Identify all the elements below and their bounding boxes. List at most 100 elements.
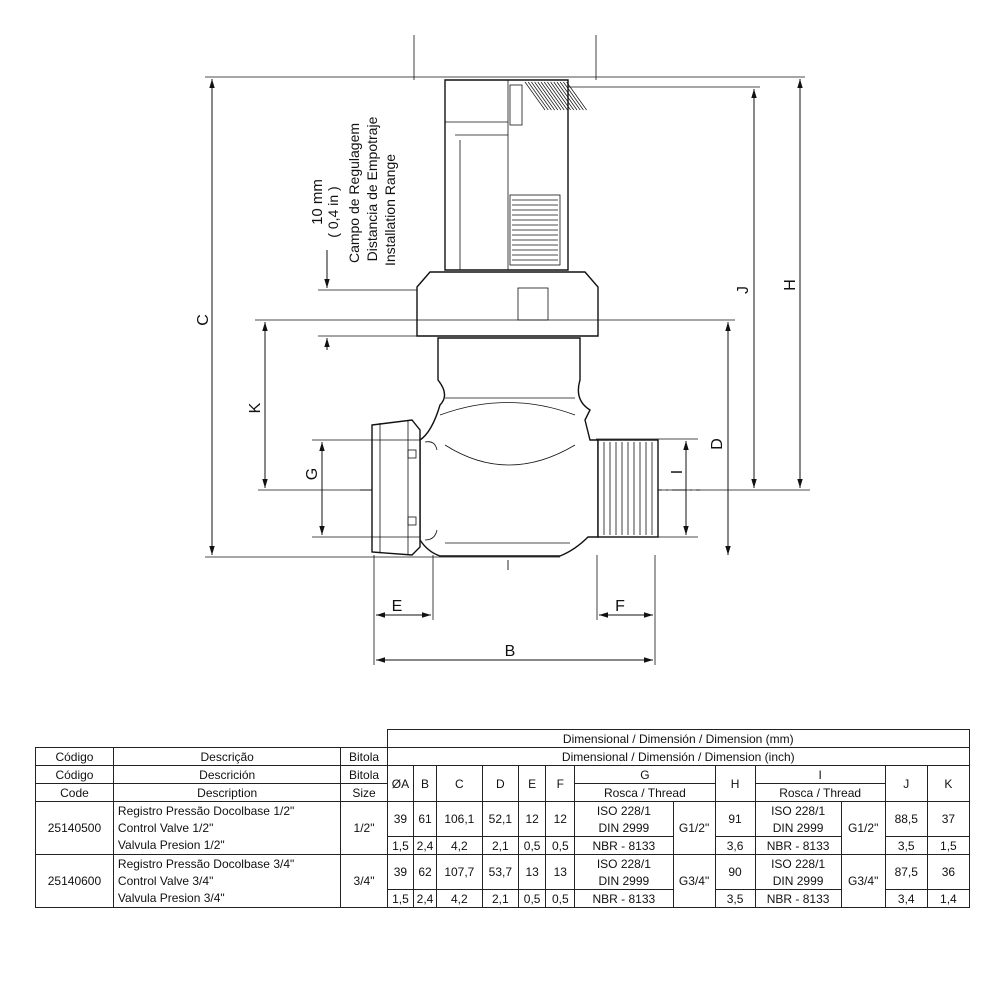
value-mm-B: 62: [413, 854, 437, 890]
dim-label-K: K: [247, 402, 264, 413]
value-mm-E: 13: [517, 854, 547, 890]
col-header-I: I: [754, 765, 886, 784]
descricao-pt-header: Descrição: [112, 747, 342, 766]
product-desc-es: Valvula Presion 3/4": [112, 889, 342, 908]
value-mm-H: 90: [714, 854, 756, 890]
i-standard-iso: ISO 228/1: [754, 801, 842, 819]
value-inch-A: 1,5: [386, 889, 415, 908]
value-mm-F: 12: [545, 801, 576, 837]
codigo-pt-header: Código: [35, 747, 114, 766]
code-en-header: Code: [35, 783, 114, 802]
dim-label-C: C: [195, 314, 212, 326]
col-header-B: B: [413, 765, 437, 802]
value-mm-F: 13: [545, 854, 576, 890]
dimension-lines: [209, 79, 803, 663]
product-code: 25140500: [35, 801, 114, 855]
regulation-range-inch: ( 0,4 in ): [325, 186, 341, 237]
description-en-header: Description: [112, 783, 342, 802]
value-mm-J: 88,5: [884, 801, 928, 837]
value-inch-D: 2,1: [481, 889, 519, 908]
col-header-A: ØA: [386, 765, 415, 802]
value-inch-H: 3,6: [714, 836, 756, 855]
product-size: 3/4": [340, 854, 388, 908]
descripcion-es-header: Descrición: [112, 765, 342, 784]
dim-label-E: E: [392, 598, 403, 615]
dim-label-G: G: [304, 468, 321, 480]
value-inch-K: 1,4: [926, 889, 971, 908]
value-mm-C: 107,7: [435, 854, 483, 890]
value-mm-D: 52,1: [481, 801, 519, 837]
value-inch-A: 1,5: [386, 836, 415, 855]
value-inch-B: 2,4: [413, 889, 437, 908]
dim-label-F: F: [615, 598, 625, 615]
i-thread-size: G1/2": [840, 801, 886, 855]
valve-technical-drawing: C K G I D J H E F B 10 mm ( 0,4 in ) Cam…: [195, 35, 810, 665]
dim-label-J: J: [735, 286, 752, 294]
i-standard-nbr: NBR - 8133: [754, 889, 842, 908]
codigo-es-header: Código: [35, 765, 114, 784]
value-mm-E: 12: [517, 801, 547, 837]
col-header-K: K: [926, 765, 971, 802]
col-header-C: C: [435, 765, 483, 802]
col-header-I-thread: Rosca / Thread: [754, 783, 886, 802]
value-mm-J: 87,5: [884, 854, 928, 890]
product-desc-en: Control Valve 3/4": [112, 872, 342, 890]
i-standard-iso: ISO 228/1: [754, 854, 842, 872]
i-standard-din: DIN 2999: [754, 872, 842, 890]
value-mm-K: 36: [926, 854, 971, 890]
dim-label-I: I: [669, 470, 686, 474]
value-inch-B: 2,4: [413, 836, 437, 855]
value-mm-A: 39: [386, 854, 415, 890]
thread-lines: [603, 442, 653, 535]
valve-body: [371, 79, 659, 557]
product-size: 1/2": [340, 801, 388, 855]
i-thread-size: G3/4": [840, 854, 886, 908]
col-header-G: G: [574, 765, 716, 784]
value-inch-C: 4,2: [435, 889, 483, 908]
regulation-range-pt: Campo de Regulagem: [346, 123, 362, 263]
bitola-es-header: Bitola: [340, 765, 388, 784]
dim-label-B: B: [505, 643, 516, 660]
value-mm-H: 91: [714, 801, 756, 837]
product-desc-pt: Registro Pressão Docolbase 3/4": [112, 854, 342, 872]
value-inch-F: 0,5: [545, 889, 576, 908]
value-mm-K: 37: [926, 801, 971, 837]
col-header-H: H: [714, 765, 756, 802]
g-standard-din: DIN 2999: [574, 872, 674, 890]
g-standard-din: DIN 2999: [574, 819, 674, 837]
value-inch-F: 0,5: [545, 836, 576, 855]
i-standard-din: DIN 2999: [754, 819, 842, 837]
dim-label-H: H: [782, 279, 799, 291]
value-inch-J: 3,4: [884, 889, 928, 908]
product-desc-en: Control Valve 1/2": [112, 819, 342, 837]
product-desc-pt: Registro Pressão Docolbase 1/2": [112, 801, 342, 819]
value-inch-C: 4,2: [435, 836, 483, 855]
regulation-range-en: Installation Range: [382, 154, 398, 266]
g-standard-nbr: NBR - 8133: [574, 836, 674, 855]
cartridge-hatch: [524, 81, 587, 111]
col-header-G-thread: Rosca / Thread: [574, 783, 716, 802]
col-header-F: F: [545, 765, 576, 802]
value-inch-J: 3,5: [884, 836, 928, 855]
regulation-range-mm: 10 mm: [309, 179, 326, 225]
value-mm-D: 53,7: [481, 854, 519, 890]
size-en-header: Size: [340, 783, 388, 802]
g-thread-size: G1/2": [672, 801, 716, 855]
dim-mm-header: Dimensional / Dimensión / Dimension (mm): [386, 729, 971, 748]
value-inch-H: 3,5: [714, 889, 756, 908]
bitola-pt-header: Bitola: [340, 747, 388, 766]
dim-label-D: D: [709, 438, 726, 450]
value-inch-D: 2,1: [481, 836, 519, 855]
value-mm-B: 61: [413, 801, 437, 837]
regulation-range-es: Distancia de Empotraje: [364, 116, 380, 261]
value-mm-C: 106,1: [435, 801, 483, 837]
col-header-D: D: [481, 765, 519, 802]
specification-table: Dimensional / Dimensión / Dimension (mm)…: [35, 729, 971, 908]
g-standard-nbr: NBR - 8133: [574, 889, 674, 908]
value-inch-E: 0,5: [517, 889, 547, 908]
product-desc-es: Valvula Presion 1/2": [112, 836, 342, 855]
g-thread-size: G3/4": [672, 854, 716, 908]
value-inch-K: 1,5: [926, 836, 971, 855]
value-inch-E: 0,5: [517, 836, 547, 855]
product-code: 25140600: [35, 854, 114, 908]
